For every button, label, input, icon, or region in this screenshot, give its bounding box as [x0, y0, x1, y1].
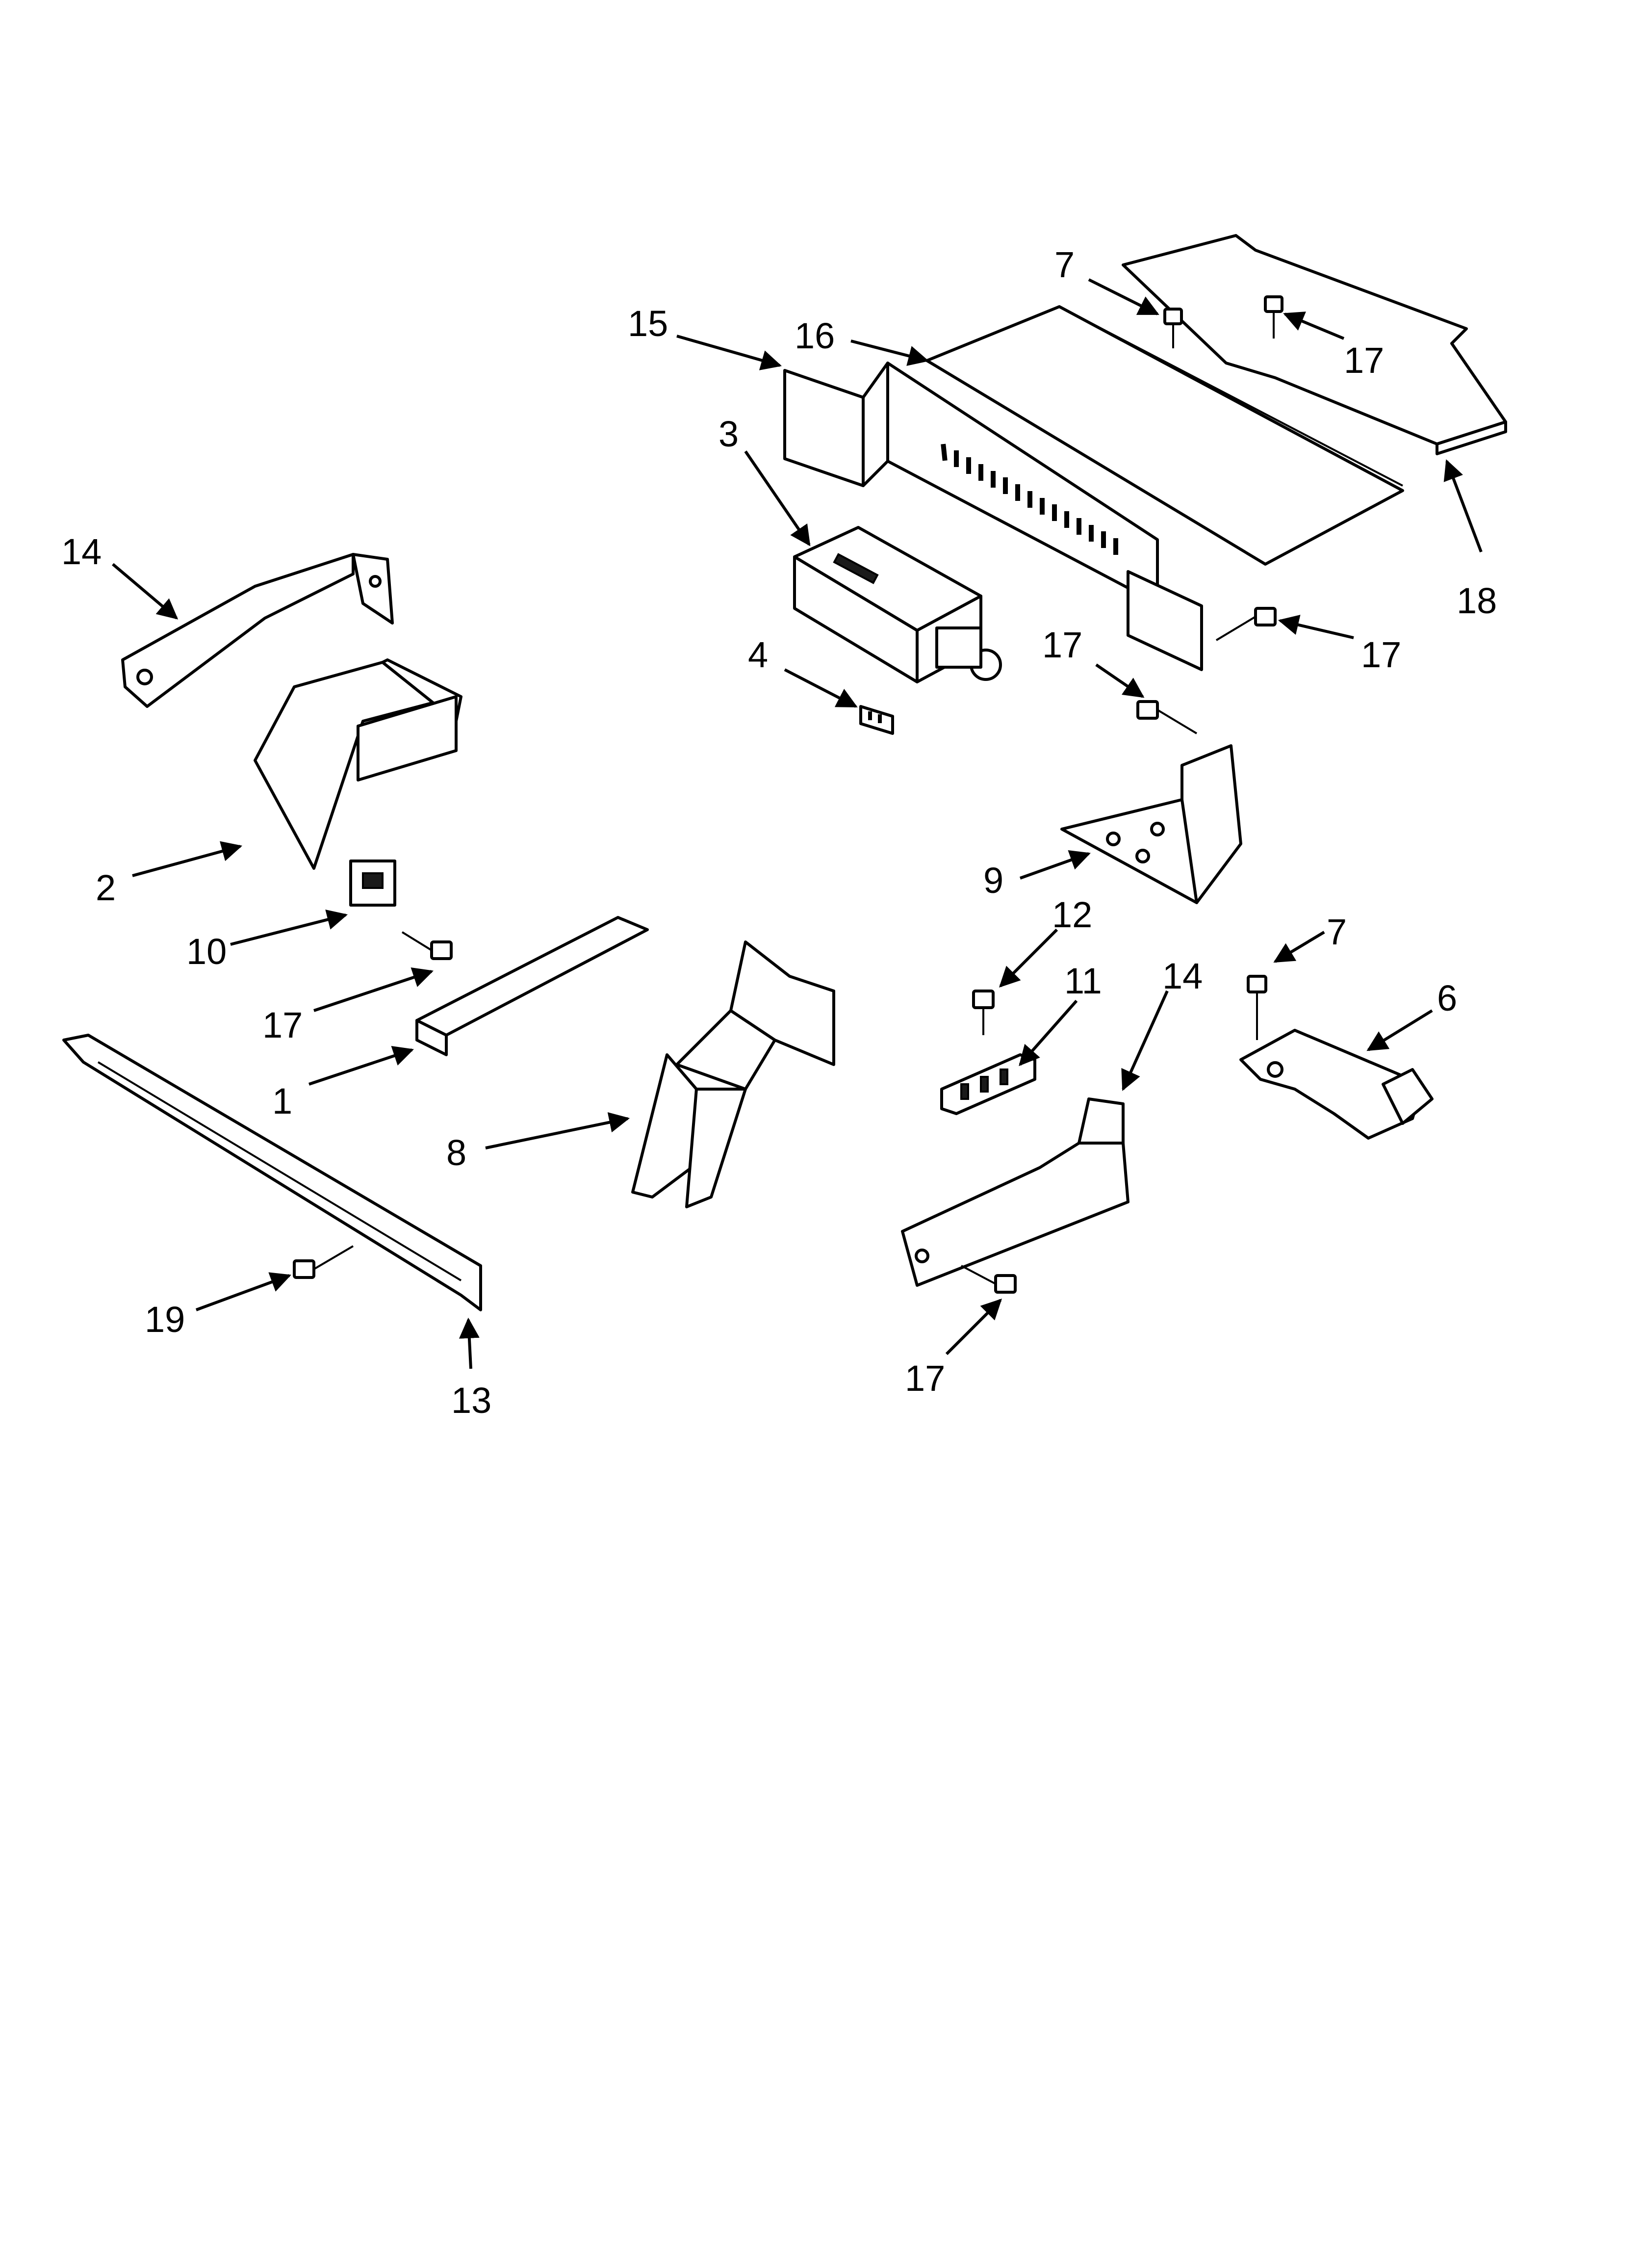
- part-1-rail: [415, 916, 649, 1056]
- part-3-control-assembly: [793, 526, 1002, 683]
- callout-17: 17: [1361, 634, 1401, 675]
- part-13-bottom-rail: [62, 1034, 482, 1311]
- part-7-screw-top: [1163, 308, 1183, 348]
- part-17-screw-lower: [961, 1265, 1017, 1294]
- part-17-screw-bracket: [1136, 700, 1198, 734]
- callout-17: 17: [262, 1005, 303, 1045]
- callout-10: 10: [186, 931, 227, 972]
- part-18-top-panel: [1122, 234, 1507, 455]
- callout-19: 19: [145, 1299, 185, 1340]
- callout-4: 4: [748, 634, 768, 675]
- callout-11: 11: [1064, 961, 1102, 1001]
- callout-12: 12: [1052, 894, 1092, 935]
- part-17-screw-switch: [401, 931, 453, 960]
- part-6-mounting-plate: [1239, 1029, 1434, 1140]
- part-7-screw-plate: [1247, 975, 1267, 1040]
- part-12-screw: [972, 990, 995, 1035]
- part-4-connector: [859, 705, 894, 735]
- callout-7: 7: [1054, 244, 1075, 285]
- callout-7: 7: [1327, 912, 1347, 952]
- part-9-l-bracket: [1060, 744, 1242, 904]
- callout-2: 2: [96, 867, 116, 908]
- callout-14: 14: [61, 531, 102, 572]
- callout-18: 18: [1457, 580, 1497, 621]
- callout-17: 17: [1042, 625, 1082, 665]
- callout-8: 8: [446, 1132, 466, 1173]
- callout-9: 9: [983, 860, 1003, 901]
- part-2-heat-shield: [254, 658, 462, 870]
- callout-1: 1: [272, 1081, 292, 1121]
- callout-16: 16: [795, 315, 835, 356]
- callout-3: 3: [718, 414, 739, 454]
- callout-17: 17: [905, 1358, 945, 1399]
- callout-6: 6: [1437, 978, 1457, 1018]
- leader-lines: [112, 278, 1483, 1369]
- part-15-vent-duct: [783, 362, 1203, 671]
- vent-slots: [941, 443, 1118, 555]
- part-19-screw: [293, 1245, 354, 1279]
- callout-14: 14: [1162, 956, 1203, 996]
- part-17-screw-right: [1215, 607, 1277, 641]
- callout-labels: 7 15 16 17 3 18 14 17 17 4 2 9 10 12 7 1…: [61, 244, 1497, 1421]
- part-17-screw-top: [1264, 295, 1283, 339]
- callout-15: 15: [628, 303, 668, 344]
- part-16-upper-shield: [925, 305, 1404, 566]
- callout-13: 13: [451, 1380, 491, 1421]
- part-14-bracket-right: [901, 1097, 1129, 1287]
- part-14-bracket-left: [121, 553, 394, 708]
- part-10-switch: [349, 860, 396, 907]
- callout-17: 17: [1344, 340, 1384, 381]
- part-8-deflector: [631, 940, 835, 1208]
